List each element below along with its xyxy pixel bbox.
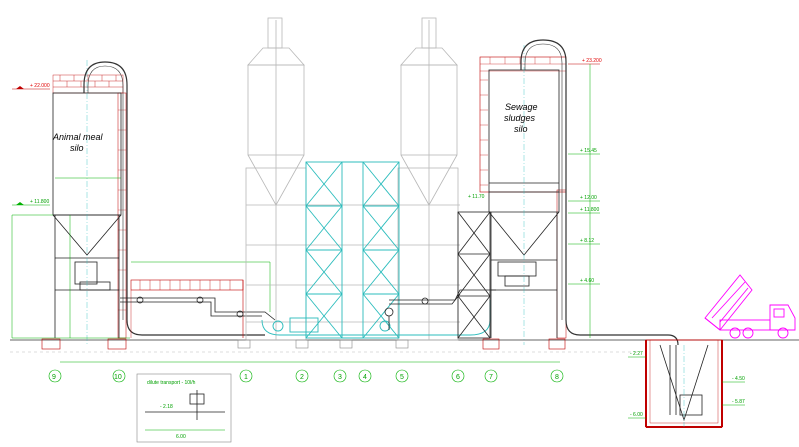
reception-pit <box>628 339 745 428</box>
axis-label-4: 4 <box>363 374 367 381</box>
animal-meal-silo-label-2: silo <box>70 143 84 153</box>
elevation-animal-top: + 22.000 <box>30 83 50 89</box>
elevation-pit-2: - 4.50 <box>732 376 745 382</box>
foundations-left <box>41 338 127 350</box>
elevation-sewage-mid: + 15.45 <box>580 148 597 154</box>
inset-title: dilute transport - 10l/h <box>147 380 196 386</box>
lattice-towers <box>261 161 491 339</box>
elevation-marks-right <box>568 63 600 338</box>
sewage-silo-label-1: Sewage <box>505 102 538 112</box>
sewage-silo-label-2: sludges <box>504 113 536 123</box>
animal-meal-silo <box>52 60 265 345</box>
background-silos <box>245 17 460 341</box>
dimension-lines-left <box>11 177 560 363</box>
axis-label-10: 10 <box>114 374 122 381</box>
inset-detail <box>136 373 232 443</box>
axis-label-1: 1 <box>244 374 248 381</box>
axis-label-8: 8 <box>555 374 559 381</box>
axis-label-7: 7 <box>489 374 493 381</box>
elevation-sewage-4: + 4.60 <box>580 278 594 284</box>
axis-label-6: 6 <box>456 374 460 381</box>
animal-meal-silo-label-1: Animal meal <box>52 132 104 142</box>
elevation-sewage-2: + 11.800 <box>580 207 599 213</box>
dump-truck-icon <box>704 274 796 339</box>
elevation-pit-1: - 2.27 <box>630 351 643 357</box>
axis-label-2: 2 <box>300 374 304 381</box>
inset-dim: 6.00 <box>176 434 186 440</box>
elevation-animal-side: + 11.70 <box>468 194 485 200</box>
elevation-animal-mid: + 11.800 <box>30 199 49 205</box>
axis-label-3: 3 <box>338 374 342 381</box>
elevation-sewage-1: + 12.00 <box>580 195 597 201</box>
foundations <box>237 338 566 350</box>
inset-value: - 2.18 <box>160 404 173 410</box>
sewage-sludges-silo <box>384 39 679 346</box>
elevation-pit-3: - 5.87 <box>732 399 745 405</box>
sewage-silo-label-3: silo <box>514 124 528 134</box>
axis-label-9: 9 <box>52 374 56 381</box>
elevation-pit-4: - 6.00 <box>630 412 643 418</box>
elevation-sewage-top: + 23.200 <box>582 58 602 64</box>
elevation-sewage-3: + 8.12 <box>580 238 594 244</box>
axis-markers <box>48 369 564 383</box>
elevation-marks-left <box>12 86 50 206</box>
central-conveyor-zone <box>120 261 276 338</box>
axis-label-5: 5 <box>400 374 404 381</box>
